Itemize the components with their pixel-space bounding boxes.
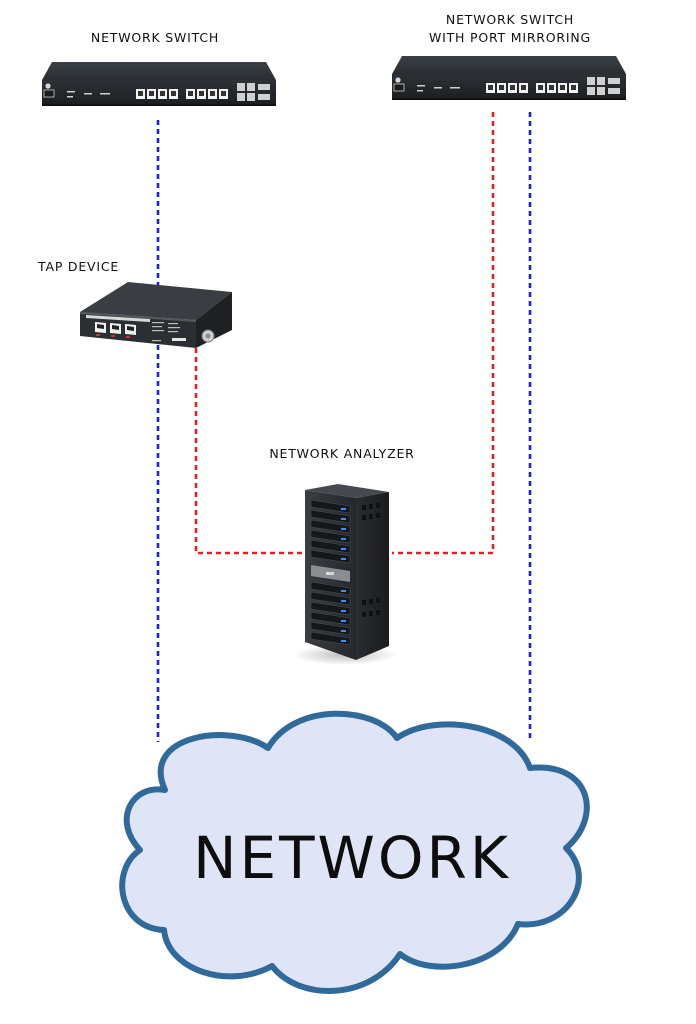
network-analyzer: NETWORK ANALYZER xyxy=(269,446,414,665)
network-switch-right: NETWORK SWITCH WITH PORT MIRRORING xyxy=(392,12,626,100)
server-rack-icon xyxy=(293,484,397,665)
tap-device: TAP DEVICE xyxy=(37,259,232,348)
label-network: NETWORK xyxy=(193,824,511,892)
cloud-icon xyxy=(119,710,590,994)
label-network-switch-right-line2: WITH PORT MIRRORING xyxy=(429,30,591,45)
label-network-switch-right-line1: NETWORK SWITCH xyxy=(446,12,574,27)
network-switch-icon xyxy=(392,56,626,100)
label-tap-device: TAP DEVICE xyxy=(37,259,119,274)
network-cloud: NETWORK xyxy=(119,710,590,994)
link-mirror-to-analyzer xyxy=(392,112,495,555)
label-network-switch-left: NETWORK SWITCH xyxy=(91,30,219,45)
rack-units xyxy=(310,499,351,646)
network-switch-icon xyxy=(42,62,276,106)
tap-device-icon xyxy=(80,282,232,348)
connection-lines xyxy=(156,112,532,742)
label-network-analyzer: NETWORK ANALYZER xyxy=(269,446,414,461)
network-switch-left: NETWORK SWITCH xyxy=(42,30,276,106)
